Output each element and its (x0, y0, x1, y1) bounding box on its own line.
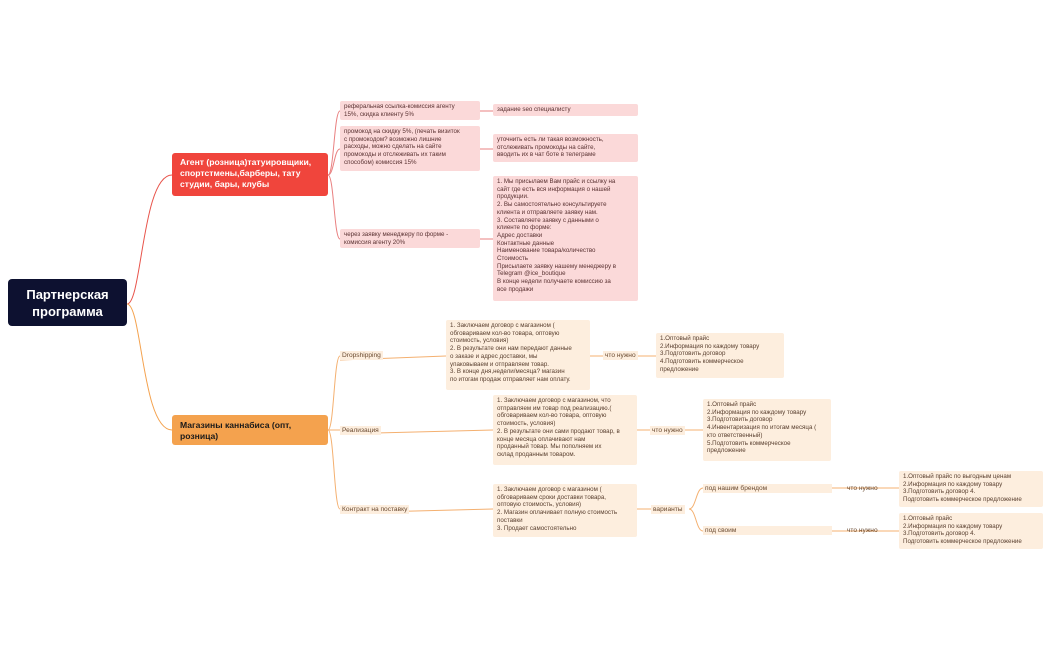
contract-label[interactable]: Контракт на поставку (340, 505, 410, 514)
contract-brand-need-list[interactable]: 1.Оптовый прайс по выгодным ценам 2.Инфо… (899, 471, 1043, 507)
agent-item-referral-detail[interactable]: задание seo специалисту (493, 104, 638, 116)
agent-item-manager-request-detail[interactable]: 1. Мы присылаем Вам прайс и ссылку на са… (493, 176, 638, 301)
dropshipping-label[interactable]: Dropshipping (340, 351, 383, 360)
contract-own-need-label[interactable]: что нужно (847, 527, 878, 534)
line-variants-brand (688, 487, 704, 510)
agent-item-promocode-detail[interactable]: уточнить есть ли такая возможность, отсл… (493, 134, 638, 162)
realization-need-list[interactable]: 1.Оптовый прайс 2.Информация по каждому … (703, 399, 831, 461)
line-agent-item1 (327, 110, 341, 176)
line-root-shops (126, 303, 173, 431)
line-agent-item3 (327, 174, 341, 240)
line-shops-dropshipping (327, 355, 341, 431)
realization-description[interactable]: 1. Заключаем договор с магазином, что от… (493, 395, 637, 465)
realization-need-label[interactable]: что нужно (650, 426, 685, 435)
contract-own-need-list[interactable]: 1.Оптовый прайс 2.Информация по каждому … (899, 513, 1043, 549)
agent-branch-node[interactable]: Агент (розница)татуировщики, спортстмены… (172, 153, 328, 196)
agent-item-promocode[interactable]: промокод на скидку 5%, (печать визиток с… (340, 126, 480, 171)
root-node[interactable]: Партнерская программа (8, 279, 127, 326)
contract-own-label[interactable]: под своим (703, 526, 832, 535)
contract-brand-need-label[interactable]: что нужно (847, 485, 878, 492)
line-agent-item2 (327, 148, 341, 176)
contract-variants-label[interactable]: варианты (651, 505, 685, 514)
contract-brand-label[interactable]: под нашим брендом (703, 484, 832, 493)
line-root-agent (126, 174, 173, 305)
line-variants-own (688, 508, 704, 532)
shops-branch-node[interactable]: Магазины каннабиса (опт, розница) (172, 415, 328, 445)
agent-item-referral[interactable]: реферальная ссылка-комиссия агенту 15%, … (340, 101, 480, 120)
line-shops-contract (327, 429, 341, 510)
contract-description[interactable]: 1. Заключаем договор с магазином ( обгов… (493, 484, 637, 537)
agent-item-manager-request[interactable]: через заявку менеджеру по форме - комисс… (340, 229, 480, 248)
dropshipping-description[interactable]: 1. Заключаем договор с магазином ( обгов… (446, 320, 590, 390)
realization-label[interactable]: Реализация (340, 426, 381, 435)
dropshipping-need-list[interactable]: 1.Оптовый прайс 2.Информация по каждому … (656, 333, 784, 378)
dropshipping-need-label[interactable]: что нужно (603, 351, 638, 360)
